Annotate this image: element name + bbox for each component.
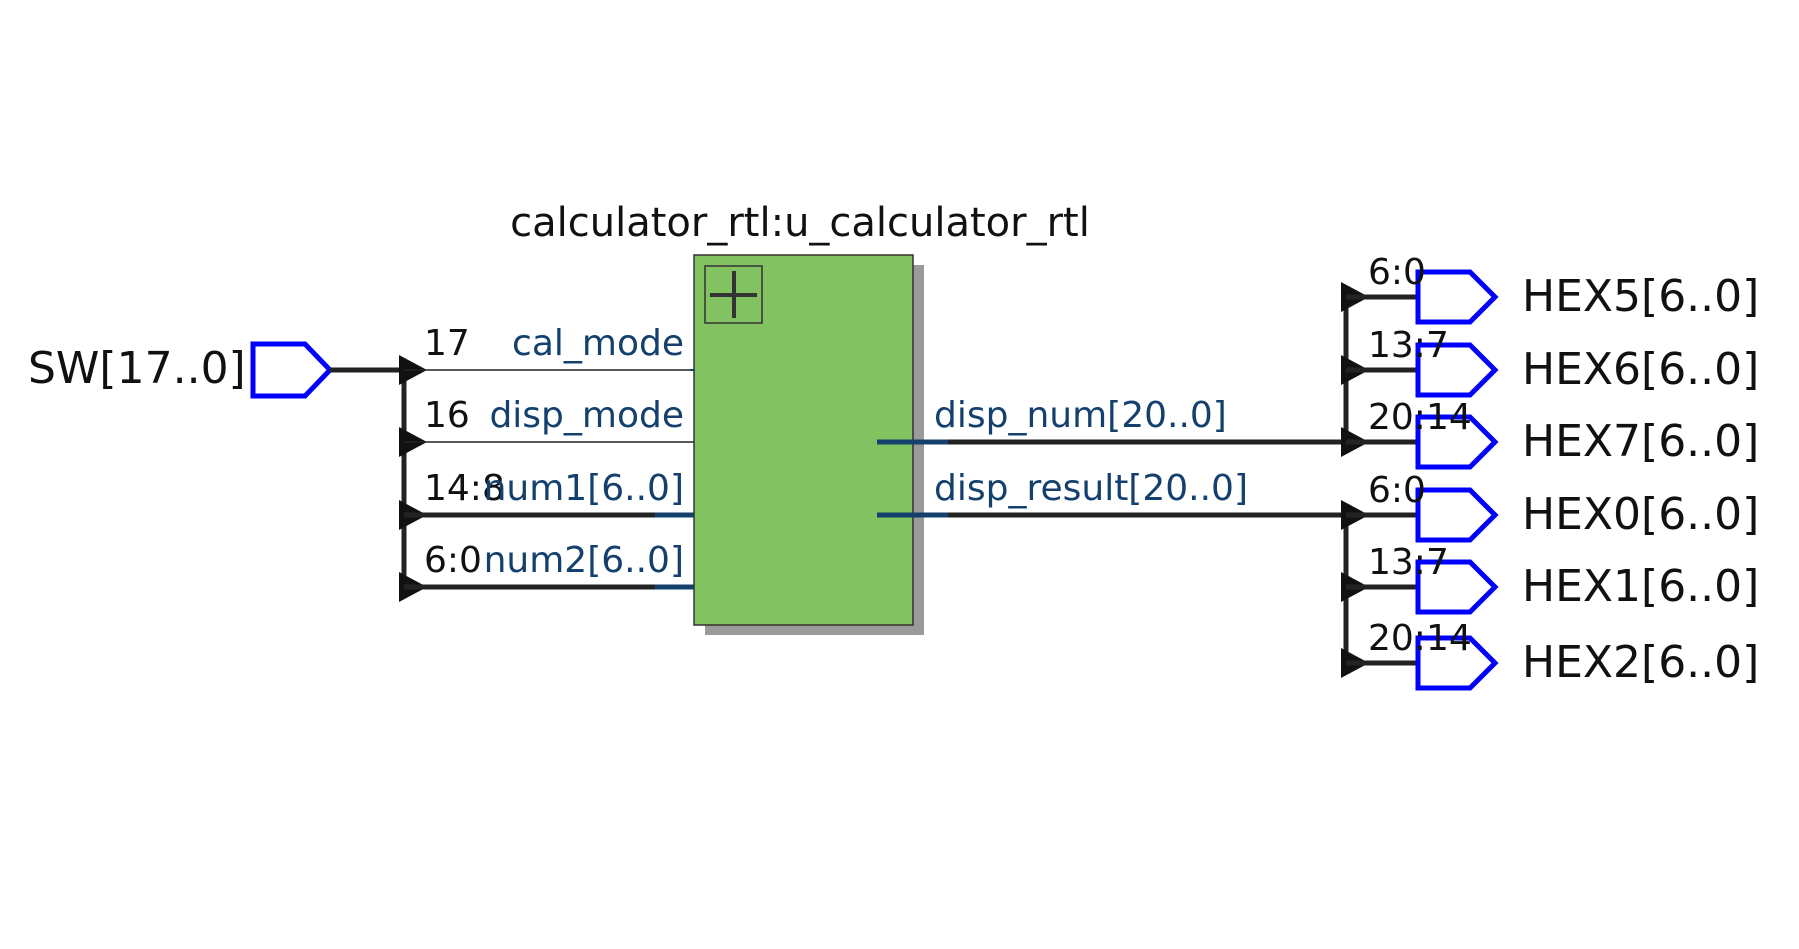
- output-bus-disp-result: disp_result[20..0]: [877, 468, 1346, 518]
- bit-slice-label: 17: [424, 323, 470, 364]
- bit-slice-label: 6:0: [1368, 252, 1426, 293]
- bit-slice-label: 6:0: [424, 540, 482, 581]
- output-branch-hex6: 13:7 HEX6[6..0]: [1341, 325, 1759, 398]
- port-label-num1: num1[6..0]: [484, 468, 684, 509]
- module-title: calculator_rtl:u_calculator_rtl: [510, 200, 1090, 246]
- bit-slice-label: 14:8: [424, 468, 505, 509]
- expand-icon[interactable]: [704, 265, 763, 324]
- hex5-output-port-label: HEX5[6..0]: [1522, 271, 1759, 322]
- port-label-disp-result: disp_result[20..0]: [934, 468, 1248, 509]
- output-branch-hex7: 20:14 HEX7[6..0]: [1341, 397, 1759, 470]
- hex7-output-port-symbol[interactable]: [1415, 414, 1499, 470]
- port-label-num2: num2[6..0]: [484, 540, 684, 581]
- bit-slice-label: 20:14: [1368, 618, 1472, 659]
- input-branch-cal-mode: 17 cal_mode: [399, 323, 728, 385]
- output-branch-hex5: 6:0 HEX5[6..0]: [1341, 252, 1759, 325]
- hex1-output-port-label: HEX1[6..0]: [1522, 561, 1759, 612]
- hex7-output-port-label: HEX7[6..0]: [1522, 416, 1759, 467]
- output-branch-hex2: 20:14 HEX2[6..0]: [1341, 618, 1759, 691]
- bit-slice-label: 13:7: [1368, 542, 1449, 583]
- hex6-output-port-label: HEX6[6..0]: [1522, 344, 1759, 395]
- port-label-disp-mode: disp_mode: [489, 395, 684, 436]
- hex0-output-port-symbol[interactable]: [1415, 487, 1499, 543]
- output-bus-disp-num: disp_num[20..0]: [877, 395, 1346, 445]
- bit-slice-label: 13:7: [1368, 325, 1449, 366]
- input-branch-num1: 14:8 num1[6..0]: [399, 468, 728, 530]
- hex2-output-port-symbol[interactable]: [1415, 635, 1499, 691]
- bit-slice-label: 6:0: [1368, 470, 1426, 511]
- output-branch-hex1: 13:7 HEX1[6..0]: [1341, 542, 1759, 615]
- hex6-output-port-symbol[interactable]: [1415, 342, 1499, 398]
- calculator-module-block[interactable]: [693, 254, 924, 635]
- output-branch-hex0: 6:0 HEX0[6..0]: [1341, 470, 1759, 543]
- hex5-output-port-symbol[interactable]: [1415, 269, 1499, 325]
- port-label-disp-num: disp_num[20..0]: [934, 395, 1227, 436]
- hex1-output-port-symbol[interactable]: [1415, 559, 1499, 615]
- input-branch-num2: 6:0 num2[6..0]: [399, 540, 728, 602]
- sw-input-port-symbol[interactable]: [250, 341, 334, 399]
- hex2-output-port-label: HEX2[6..0]: [1522, 637, 1759, 688]
- input-branch-disp-mode: 16 disp_mode: [399, 395, 728, 457]
- bit-slice-label: 20:14: [1368, 397, 1472, 438]
- module-body: [693, 254, 914, 626]
- hex0-output-port-label: HEX0[6..0]: [1522, 489, 1759, 540]
- bit-slice-label: 16: [424, 395, 470, 436]
- port-label-cal-mode: cal_mode: [512, 323, 684, 364]
- sw-input-port-label: SW[17..0]: [28, 343, 246, 394]
